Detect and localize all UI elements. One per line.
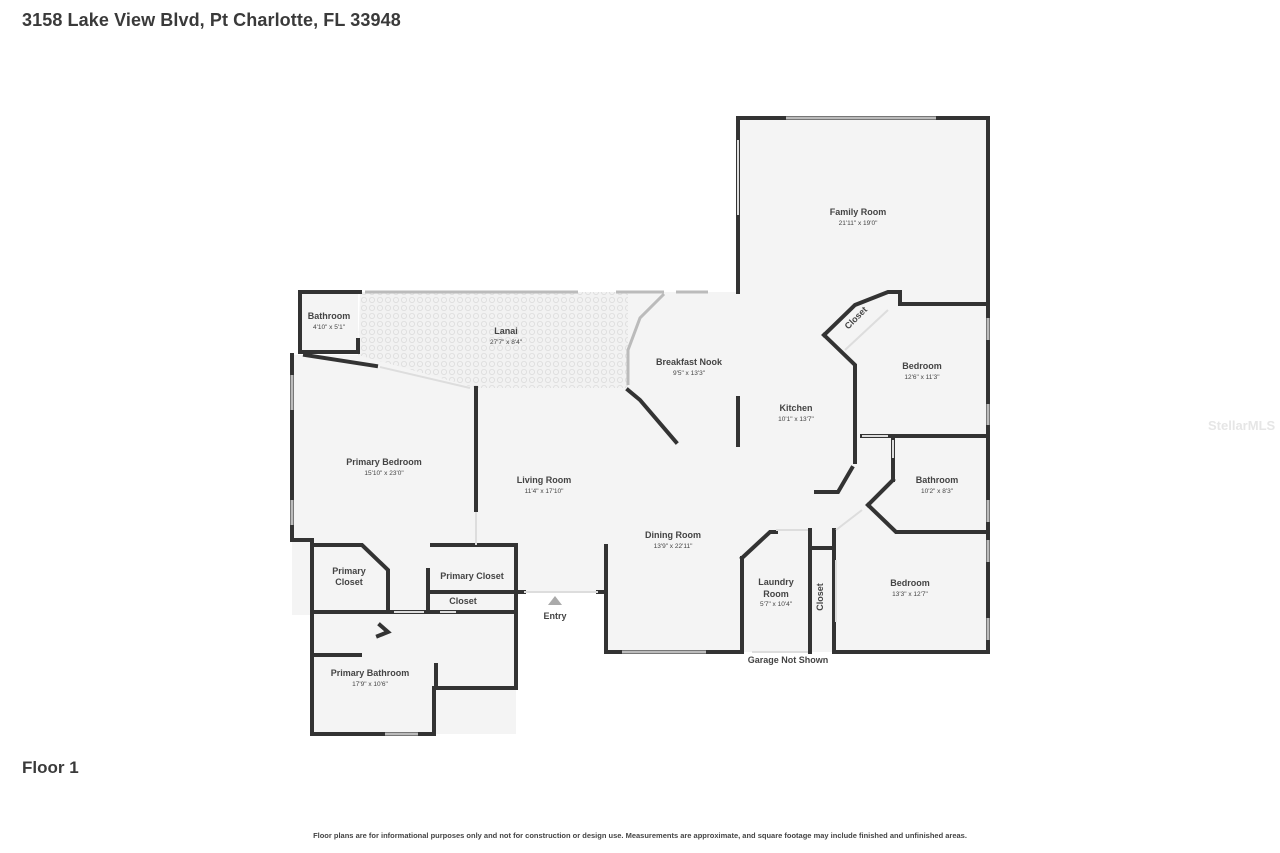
room-name-primary-closet-left-2: Closet	[335, 577, 363, 587]
room-name-primary-closet-right: Primary Closet	[440, 571, 504, 581]
room-name-primary-bathroom: Primary Bathroom	[331, 668, 410, 678]
room-name-primary-bedroom: Primary Bedroom	[346, 457, 422, 467]
room-name-closet-se: Closet	[815, 583, 825, 611]
room-dims-family-room: 21'11" x 19'0"	[839, 220, 878, 227]
room-dims-bathroom-e: 10'2" x 8'3"	[921, 488, 954, 495]
windows	[290, 116, 990, 736]
room-name-laundry-room-2: Room	[763, 589, 789, 599]
room-name-lanai: Lanai	[494, 326, 518, 336]
room-dims-dining-room: 13'9" x 22'11"	[654, 543, 693, 550]
room-dims-primary-bedroom: 15'10" x 23'0"	[364, 470, 404, 477]
room-name-bathroom-e: Bathroom	[916, 475, 959, 485]
floor-fill	[292, 118, 988, 734]
room-name-breakfast-nook: Breakfast Nook	[656, 357, 723, 367]
room-name-bedroom-se: Bedroom	[890, 578, 930, 588]
entry-arrow-icon	[548, 596, 562, 605]
room-name-entry: Entry	[543, 611, 566, 621]
room-dims-lanai: 27'7" x 8'4"	[490, 339, 523, 346]
room-name-living-room: Living Room	[517, 475, 572, 485]
room-name-bathroom-small: Bathroom	[308, 311, 351, 321]
property-address: 3158 Lake View Blvd, Pt Charlotte, FL 33…	[22, 10, 401, 30]
room-dims-living-room: 11'4" x 17'10"	[525, 488, 564, 495]
room-name-primary-closet-left: Primary	[332, 566, 366, 576]
lanai-area	[358, 292, 628, 388]
disclaimer: Floor plans are for informational purpos…	[313, 831, 967, 840]
room-name-bedroom-ne: Bedroom	[902, 361, 942, 371]
room-dims-breakfast-nook: 9'5" x 13'3"	[673, 370, 706, 377]
room-name-kitchen: Kitchen	[779, 403, 812, 413]
garage-not-shown-note: Garage Not Shown	[748, 655, 829, 665]
room-dims-primary-bathroom: 17'9" x 10'6"	[352, 681, 388, 688]
room-name-dining-room: Dining Room	[645, 530, 701, 540]
room-name-laundry-room-1: Laundry	[758, 577, 794, 587]
room-dims-kitchen: 10'1" x 13'7"	[778, 416, 814, 423]
room-dims-bedroom-se: 13'3" x 12'7"	[892, 591, 928, 598]
room-dims-bedroom-ne: 12'6" x 11'3"	[904, 374, 940, 381]
floor-label: Floor 1	[22, 758, 79, 777]
door-openings	[379, 140, 894, 653]
watermark: StellarMLS	[1208, 418, 1276, 433]
room-name-closet-sw: Closet	[449, 596, 477, 606]
room-name-family-room: Family Room	[830, 207, 887, 217]
room-dims-laundry-room: 5'7" x 10'4"	[760, 601, 793, 608]
room-dims-bathroom-small: 4'10" x 5'1"	[313, 324, 346, 331]
